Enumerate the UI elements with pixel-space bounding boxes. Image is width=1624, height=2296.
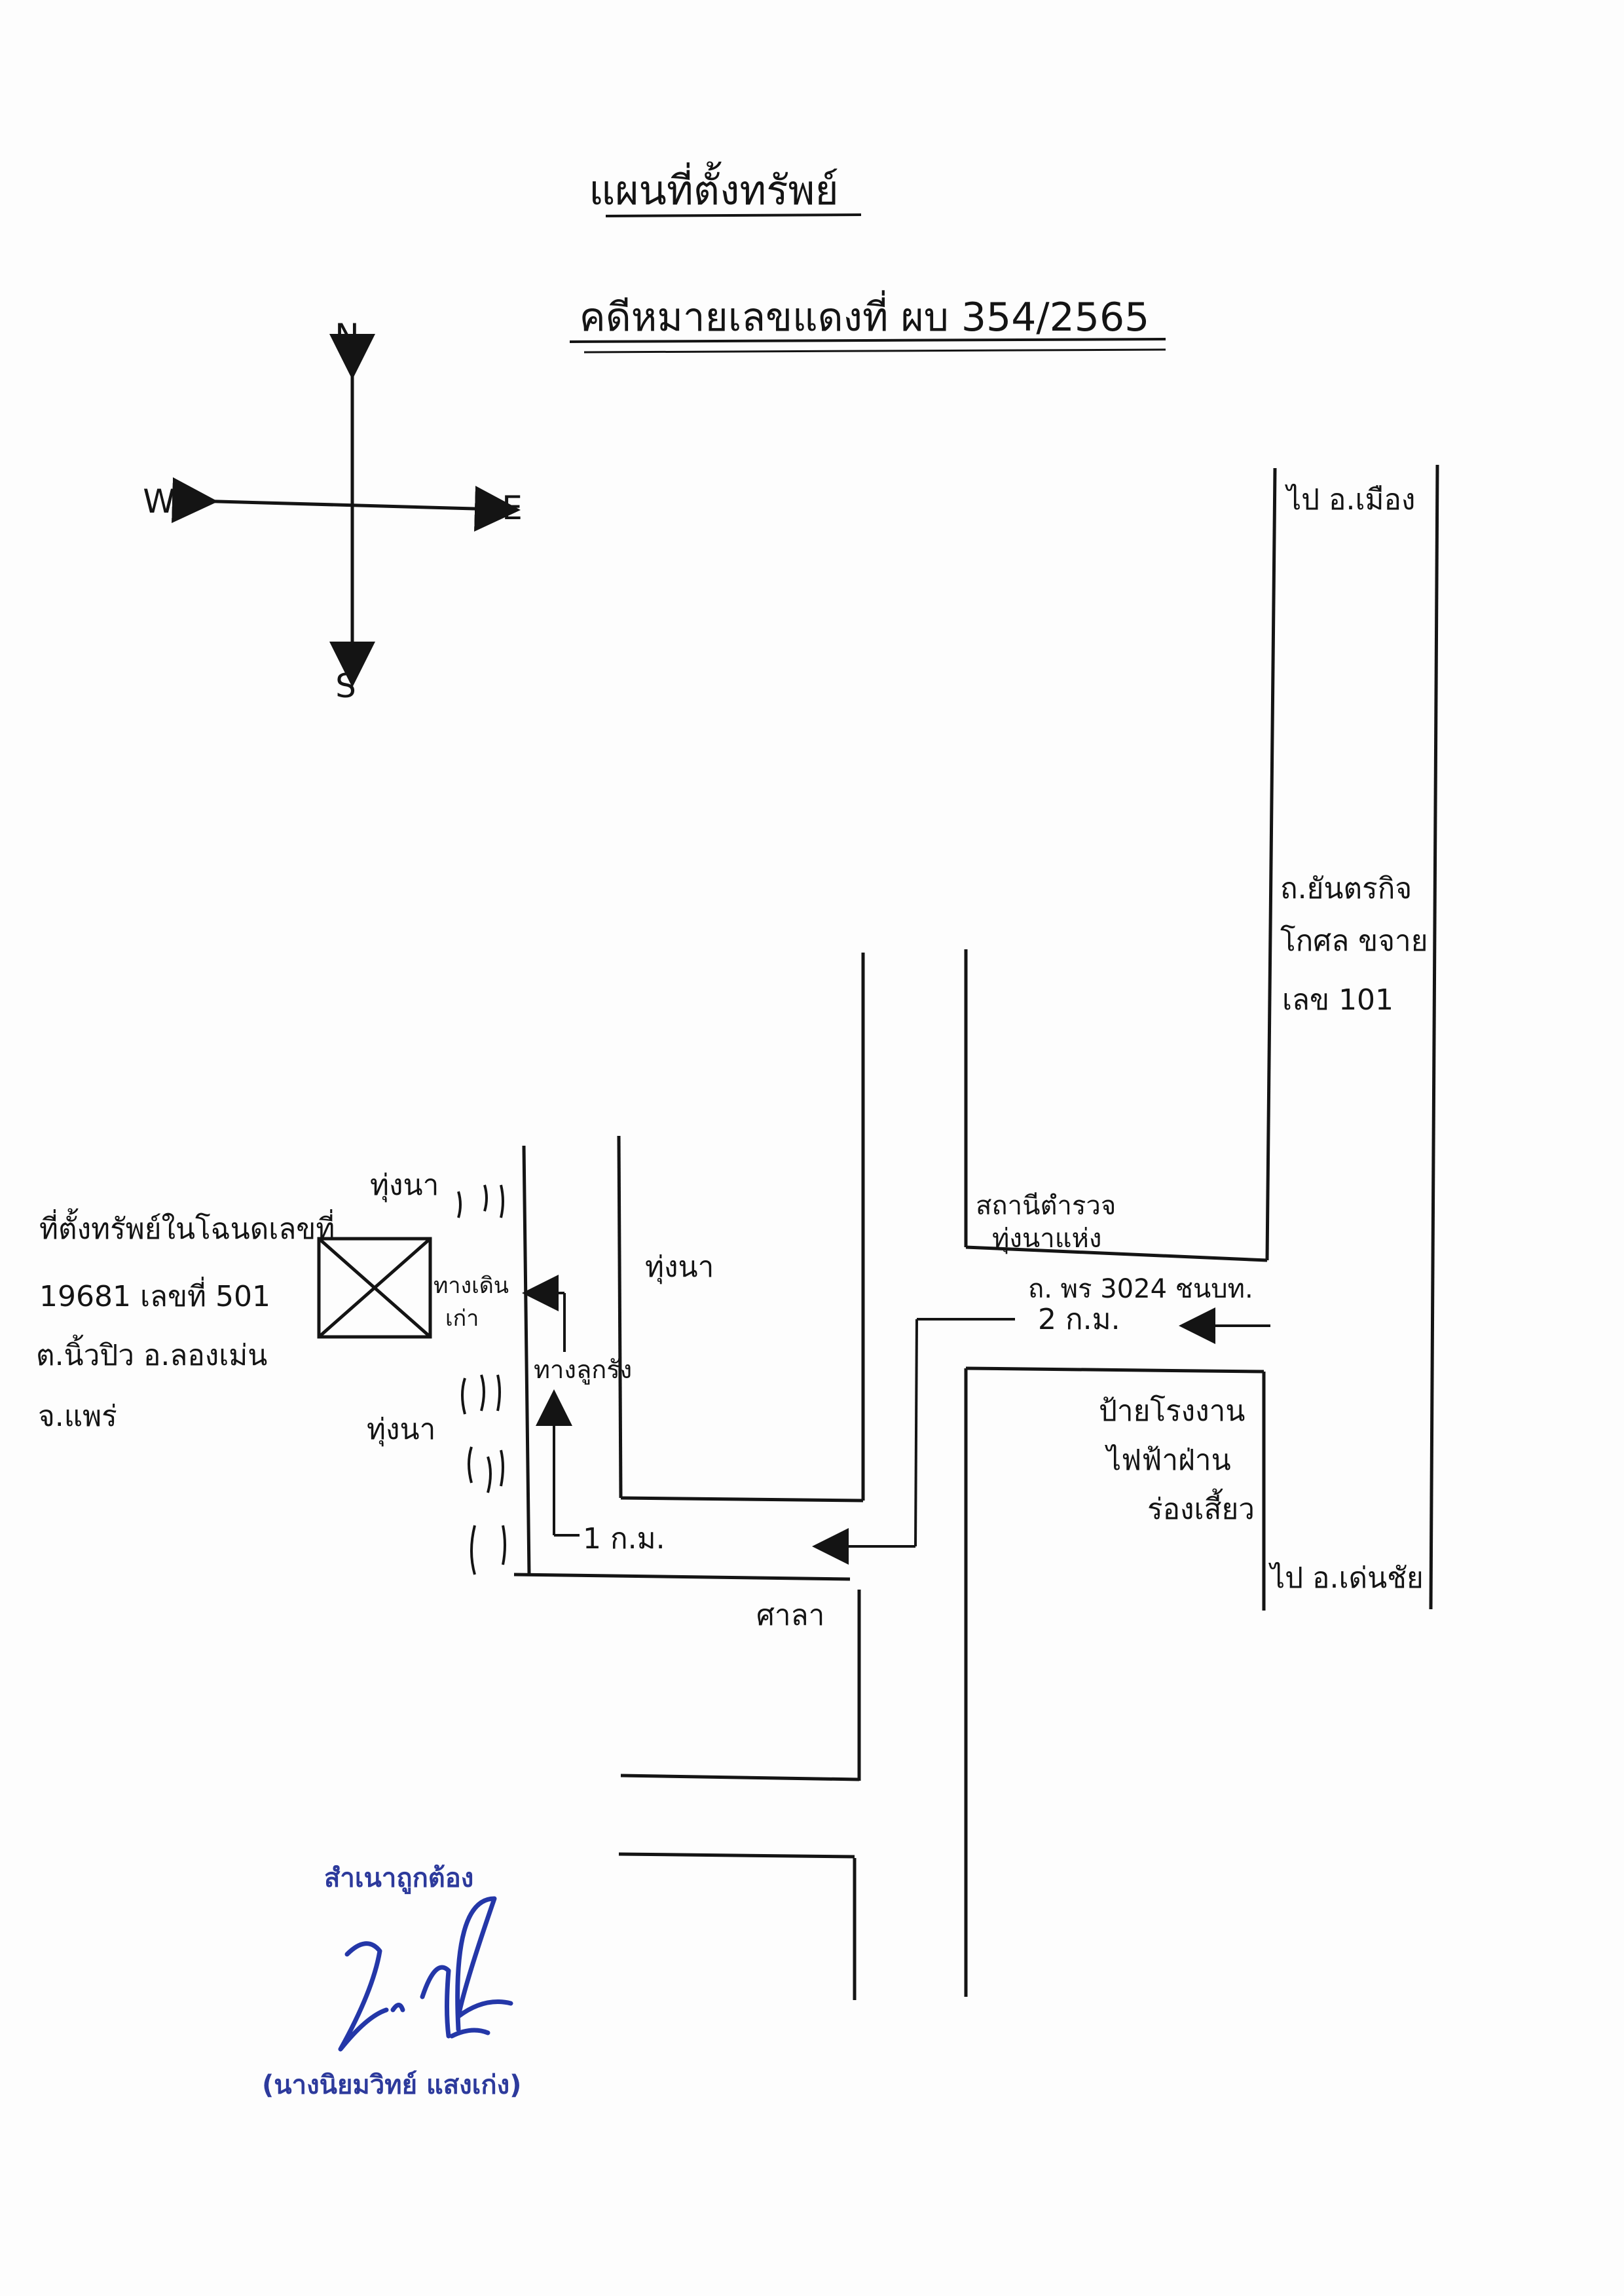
route-arrows	[522, 1275, 1270, 1565]
stamp-certified: สำเนาถูกต้อง	[324, 1863, 473, 1894]
label-field-middle: ทุ่งนา	[645, 1250, 714, 1285]
label-to-mueang: ไป อ.เมือง	[1285, 483, 1415, 517]
subtitle-underline-2	[583, 348, 1166, 354]
main-road-yantarakit	[1262, 464, 1439, 1611]
signature-image	[338, 1896, 513, 2052]
road-3024	[964, 949, 1268, 1997]
compass-rose: N S E W.	[143, 317, 523, 705]
label-two-km: 2 ก.ม.	[1038, 1303, 1120, 1336]
label-road-name: ถ.ยันตรกิจ	[1280, 872, 1412, 905]
label-to-denchai: ไป อ.เด่นชัย	[1268, 1561, 1424, 1595]
label-property-2: 19681 เลขที่ 501	[39, 1276, 270, 1313]
label-property-3: ต.นิ้วปิว อ.ลองเม่น	[36, 1334, 267, 1372]
label-property-1: ที่ตั้งทรัพย์ในโฉนดเลขที่	[39, 1208, 335, 1246]
label-police-2: ทุ่งนาแห่ง	[992, 1224, 1101, 1254]
stamp-name: (นางนิยมวิทย์ แสงเก่ง)	[262, 2070, 521, 2100]
label-road-km-2: เลข 101	[1282, 983, 1393, 1017]
label-old-track-1: ทางเดิน	[434, 1273, 509, 1299]
label-road-3024: ถ. พร 3024 ชนบท.	[1028, 1274, 1253, 1304]
label-one-km: 1 ก.ม.	[583, 1522, 665, 1556]
compass-east: E	[502, 489, 523, 527]
label-plant-1: ป้ายโรงงาน	[1099, 1394, 1245, 1428]
label-plant-3: ร่องเสี้ยว	[1147, 1488, 1255, 1526]
label-field-bottom: ทุ่งนา	[367, 1413, 435, 1447]
label-plant-2: ไฟฟ้าฝ่าน	[1105, 1444, 1231, 1477]
rice-field-marks	[457, 1184, 506, 1575]
label-sala: ศาลา	[756, 1599, 824, 1632]
map-title: แผนที่ตั้งทรัพย์	[589, 161, 838, 214]
label-old-track-2: เก่า	[445, 1305, 479, 1332]
compass-west: W.	[143, 483, 182, 520]
label-road-km-1: โกศล ขจาย	[1280, 924, 1428, 958]
case-number-subtitle: คดีหมายเลขแดงที่ ผบ 354/2565	[580, 290, 1150, 340]
branch-road	[513, 953, 865, 2000]
compass-north: N	[335, 317, 359, 355]
label-police-1: สถานีตำรวจ	[976, 1191, 1116, 1221]
title-underline	[605, 213, 862, 217]
label-field-top: ทุ่งนา	[370, 1169, 439, 1203]
label-laterite-road: ทางลูกรัง	[534, 1355, 632, 1385]
compass-south: S	[335, 667, 356, 705]
label-property-4: จ.แพร่	[38, 1400, 117, 1433]
subtitle-underline-1	[569, 338, 1166, 343]
property-marker	[317, 1237, 432, 1339]
